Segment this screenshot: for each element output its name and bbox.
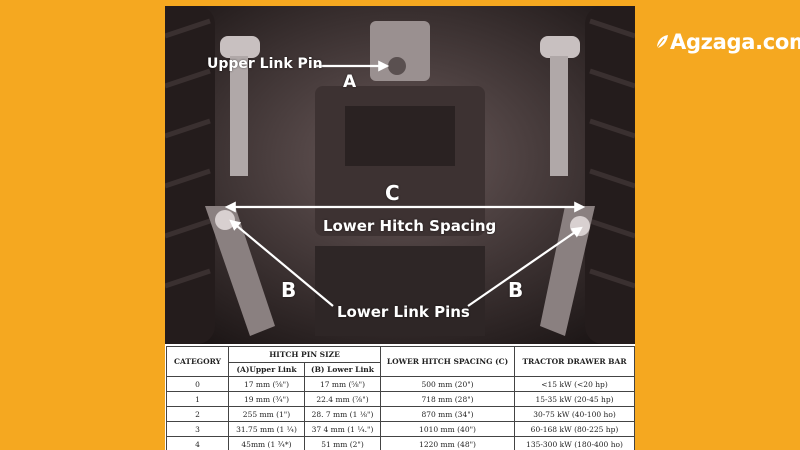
header-hitch-pin-size: HITCH PIN SIZE bbox=[227, 346, 382, 363]
cell-lower-link: 51 mm (2") bbox=[303, 436, 382, 450]
cell-lower-link: 37 4 mm (1 ¼.") bbox=[303, 421, 382, 437]
hitch-spec-table: CATEGORY HITCH PIN SIZE LOWER HITCH SPAC… bbox=[166, 346, 635, 450]
cell-lower-link: 28. 7 mm (1 ⅛") bbox=[303, 406, 382, 422]
header-lower-hitch-spacing: LOWER HITCH SPACING (C) bbox=[380, 346, 516, 377]
lower-hitch-spacing-label: Lower Hitch Spacing bbox=[323, 217, 497, 235]
brand-logo: Agzaga.com bbox=[655, 30, 800, 54]
table-row: 1 19 mm (¾") 22.4 mm (⅞") 718 mm (28") 1… bbox=[166, 391, 635, 407]
brand-name: Agzaga.com bbox=[670, 30, 800, 54]
table-row: 2 255 mm (1") 28. 7 mm (1 ⅛") 870 mm (34… bbox=[166, 406, 635, 422]
header-category: CATEGORY bbox=[166, 346, 229, 377]
cell-spacing: 1010 mm (40") bbox=[380, 421, 516, 437]
cell-upper-link: 255 mm (1") bbox=[228, 406, 305, 422]
cell-category: 0 bbox=[166, 376, 229, 392]
cell-category: 4 bbox=[166, 436, 229, 450]
cell-category: 2 bbox=[166, 406, 229, 422]
cell-spacing: 1220 mm (48") bbox=[380, 436, 516, 450]
upper-link-pin-label: Upper Link Pin bbox=[207, 56, 323, 72]
label-b-right: B bbox=[508, 278, 524, 302]
cell-lower-link: 17 mm (⅝") bbox=[303, 376, 382, 392]
header-upper-link: (A)Upper Link bbox=[228, 362, 305, 377]
header-tractor-drawer-bar: TRACTOR DRAWER BAR bbox=[514, 346, 635, 377]
cell-upper-link: 19 mm (¾") bbox=[228, 391, 305, 407]
cell-drawer-bar: <15 kW (<20 hp) bbox=[514, 376, 635, 392]
cell-category: 1 bbox=[166, 391, 229, 407]
tractor-hitch-photo: Upper Link Pin A C Lower Hitch Spacing B… bbox=[165, 6, 635, 344]
table-row: 4 45mm (1 ¾*) 51 mm (2") 1220 mm (48") 1… bbox=[166, 436, 635, 450]
cell-upper-link: 45mm (1 ¾*) bbox=[228, 436, 305, 450]
header-lower-link: (B) Lower Link bbox=[303, 362, 382, 377]
cell-spacing: 718 mm (28") bbox=[380, 391, 516, 407]
label-c: C bbox=[385, 181, 400, 205]
table-row: 0 17 mm (⅝") 17 mm (⅝") 500 mm (20") <15… bbox=[166, 376, 635, 392]
label-b-left: B bbox=[281, 278, 297, 302]
cell-upper-link: 17 mm (⅝") bbox=[228, 376, 305, 392]
cell-spacing: 500 mm (20") bbox=[380, 376, 516, 392]
leaf-icon bbox=[656, 35, 668, 49]
upper-link-prefix: (A) bbox=[236, 365, 250, 374]
cell-drawer-bar: 60-168 kW (80-225 hp) bbox=[514, 421, 635, 437]
cell-drawer-bar: 30-75 kW (40-100 ho) bbox=[514, 406, 635, 422]
table-header-row: CATEGORY HITCH PIN SIZE LOWER HITCH SPAC… bbox=[166, 346, 635, 377]
table-subheader-row: (A)Upper Link (B) Lower Link bbox=[167, 362, 635, 377]
lower-link-prefix: (B) bbox=[311, 365, 325, 374]
lower-link-pins-label: Lower Link Pins bbox=[337, 303, 470, 321]
infographic-card: Upper Link Pin A C Lower Hitch Spacing B… bbox=[165, 6, 635, 450]
cell-drawer-bar: 135-300 kW (180-400 ho) bbox=[514, 436, 635, 450]
tractor-rear-illustration bbox=[165, 6, 635, 344]
cell-spacing: 870 mm (34") bbox=[380, 406, 516, 422]
lower-link-text: Lower Link bbox=[327, 365, 374, 374]
cell-upper-link: 31.75 mm (1 ¼) bbox=[228, 421, 305, 437]
label-a: A bbox=[343, 72, 357, 92]
cell-drawer-bar: 15-35 kW (20-45 hp) bbox=[514, 391, 635, 407]
cell-category: 3 bbox=[166, 421, 229, 437]
table-row: 3 31.75 mm (1 ¼) 37 4 mm (1 ¼.") 1010 mm… bbox=[166, 421, 635, 437]
cell-lower-link: 22.4 mm (⅞") bbox=[303, 391, 382, 407]
upper-link-text: Upper Link bbox=[249, 365, 297, 374]
